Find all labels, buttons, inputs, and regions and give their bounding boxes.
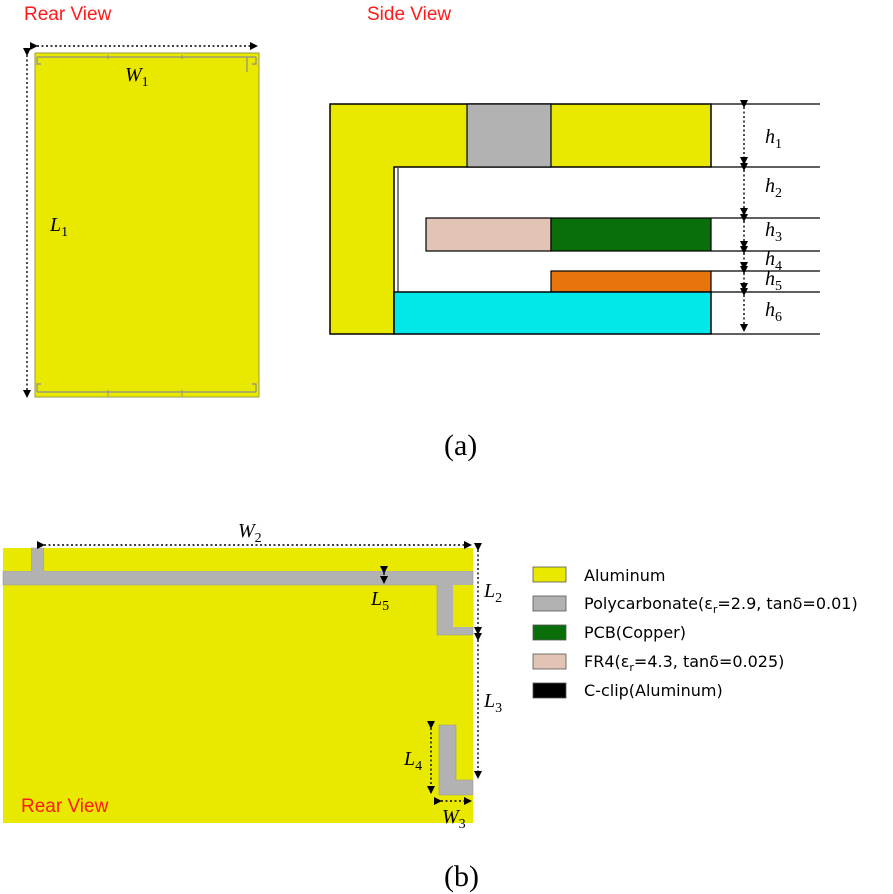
panel-b-rear-view-title: Rear View xyxy=(21,796,109,817)
l1-label: L1 xyxy=(49,214,68,240)
w1-label: W1 xyxy=(125,64,149,90)
w2-label: W2 xyxy=(238,520,262,546)
legend-swatch-c-clip xyxy=(532,682,567,699)
panel-a-caption: (a) xyxy=(444,429,477,462)
l3-label: L3 xyxy=(483,690,502,716)
l4-label: L4 xyxy=(403,748,422,774)
legend: Aluminum Polycarbonate(εr=2.9, tanδ=0.01… xyxy=(532,566,858,700)
legend-swatch-polycarbonate xyxy=(532,595,567,612)
legend-label-c-clip: C-clip(Aluminum) xyxy=(584,681,723,700)
h3-label: h3 xyxy=(765,219,782,245)
h2-label: h2 xyxy=(765,175,782,201)
legend-label-fr4: FR4(εr=4.3, tanδ=0.025) xyxy=(584,652,784,674)
panel-a-rear-view-title: Rear View xyxy=(24,4,112,25)
w3-label: W3 xyxy=(442,806,466,832)
legend-swatch-pcb xyxy=(532,624,567,641)
legend-swatch-fr4 xyxy=(532,653,567,670)
h6-label: h6 xyxy=(765,299,782,325)
side-view-cross-section xyxy=(329,103,712,335)
panel-a-side-view-title: Side View xyxy=(367,4,451,25)
legend-label-pcb: PCB(Copper) xyxy=(584,623,686,642)
l2-label: L2 xyxy=(483,580,502,606)
h5-label: h5 xyxy=(765,268,782,294)
legend-swatch-aluminum xyxy=(532,566,567,583)
rear-view-zoom xyxy=(2,547,474,823)
legend-label-polycarbonate: Polycarbonate(εr=2.9, tanδ=0.01) xyxy=(584,594,858,616)
h4-label: h4 xyxy=(765,248,782,274)
panel-b-caption: (b) xyxy=(444,860,479,893)
legend-label-aluminum: Aluminum xyxy=(584,566,665,585)
rear-view-body xyxy=(34,52,260,398)
side-view-dimension-lines xyxy=(711,100,820,335)
l5-label: L5 xyxy=(370,588,389,614)
h1-label: h1 xyxy=(765,126,782,152)
